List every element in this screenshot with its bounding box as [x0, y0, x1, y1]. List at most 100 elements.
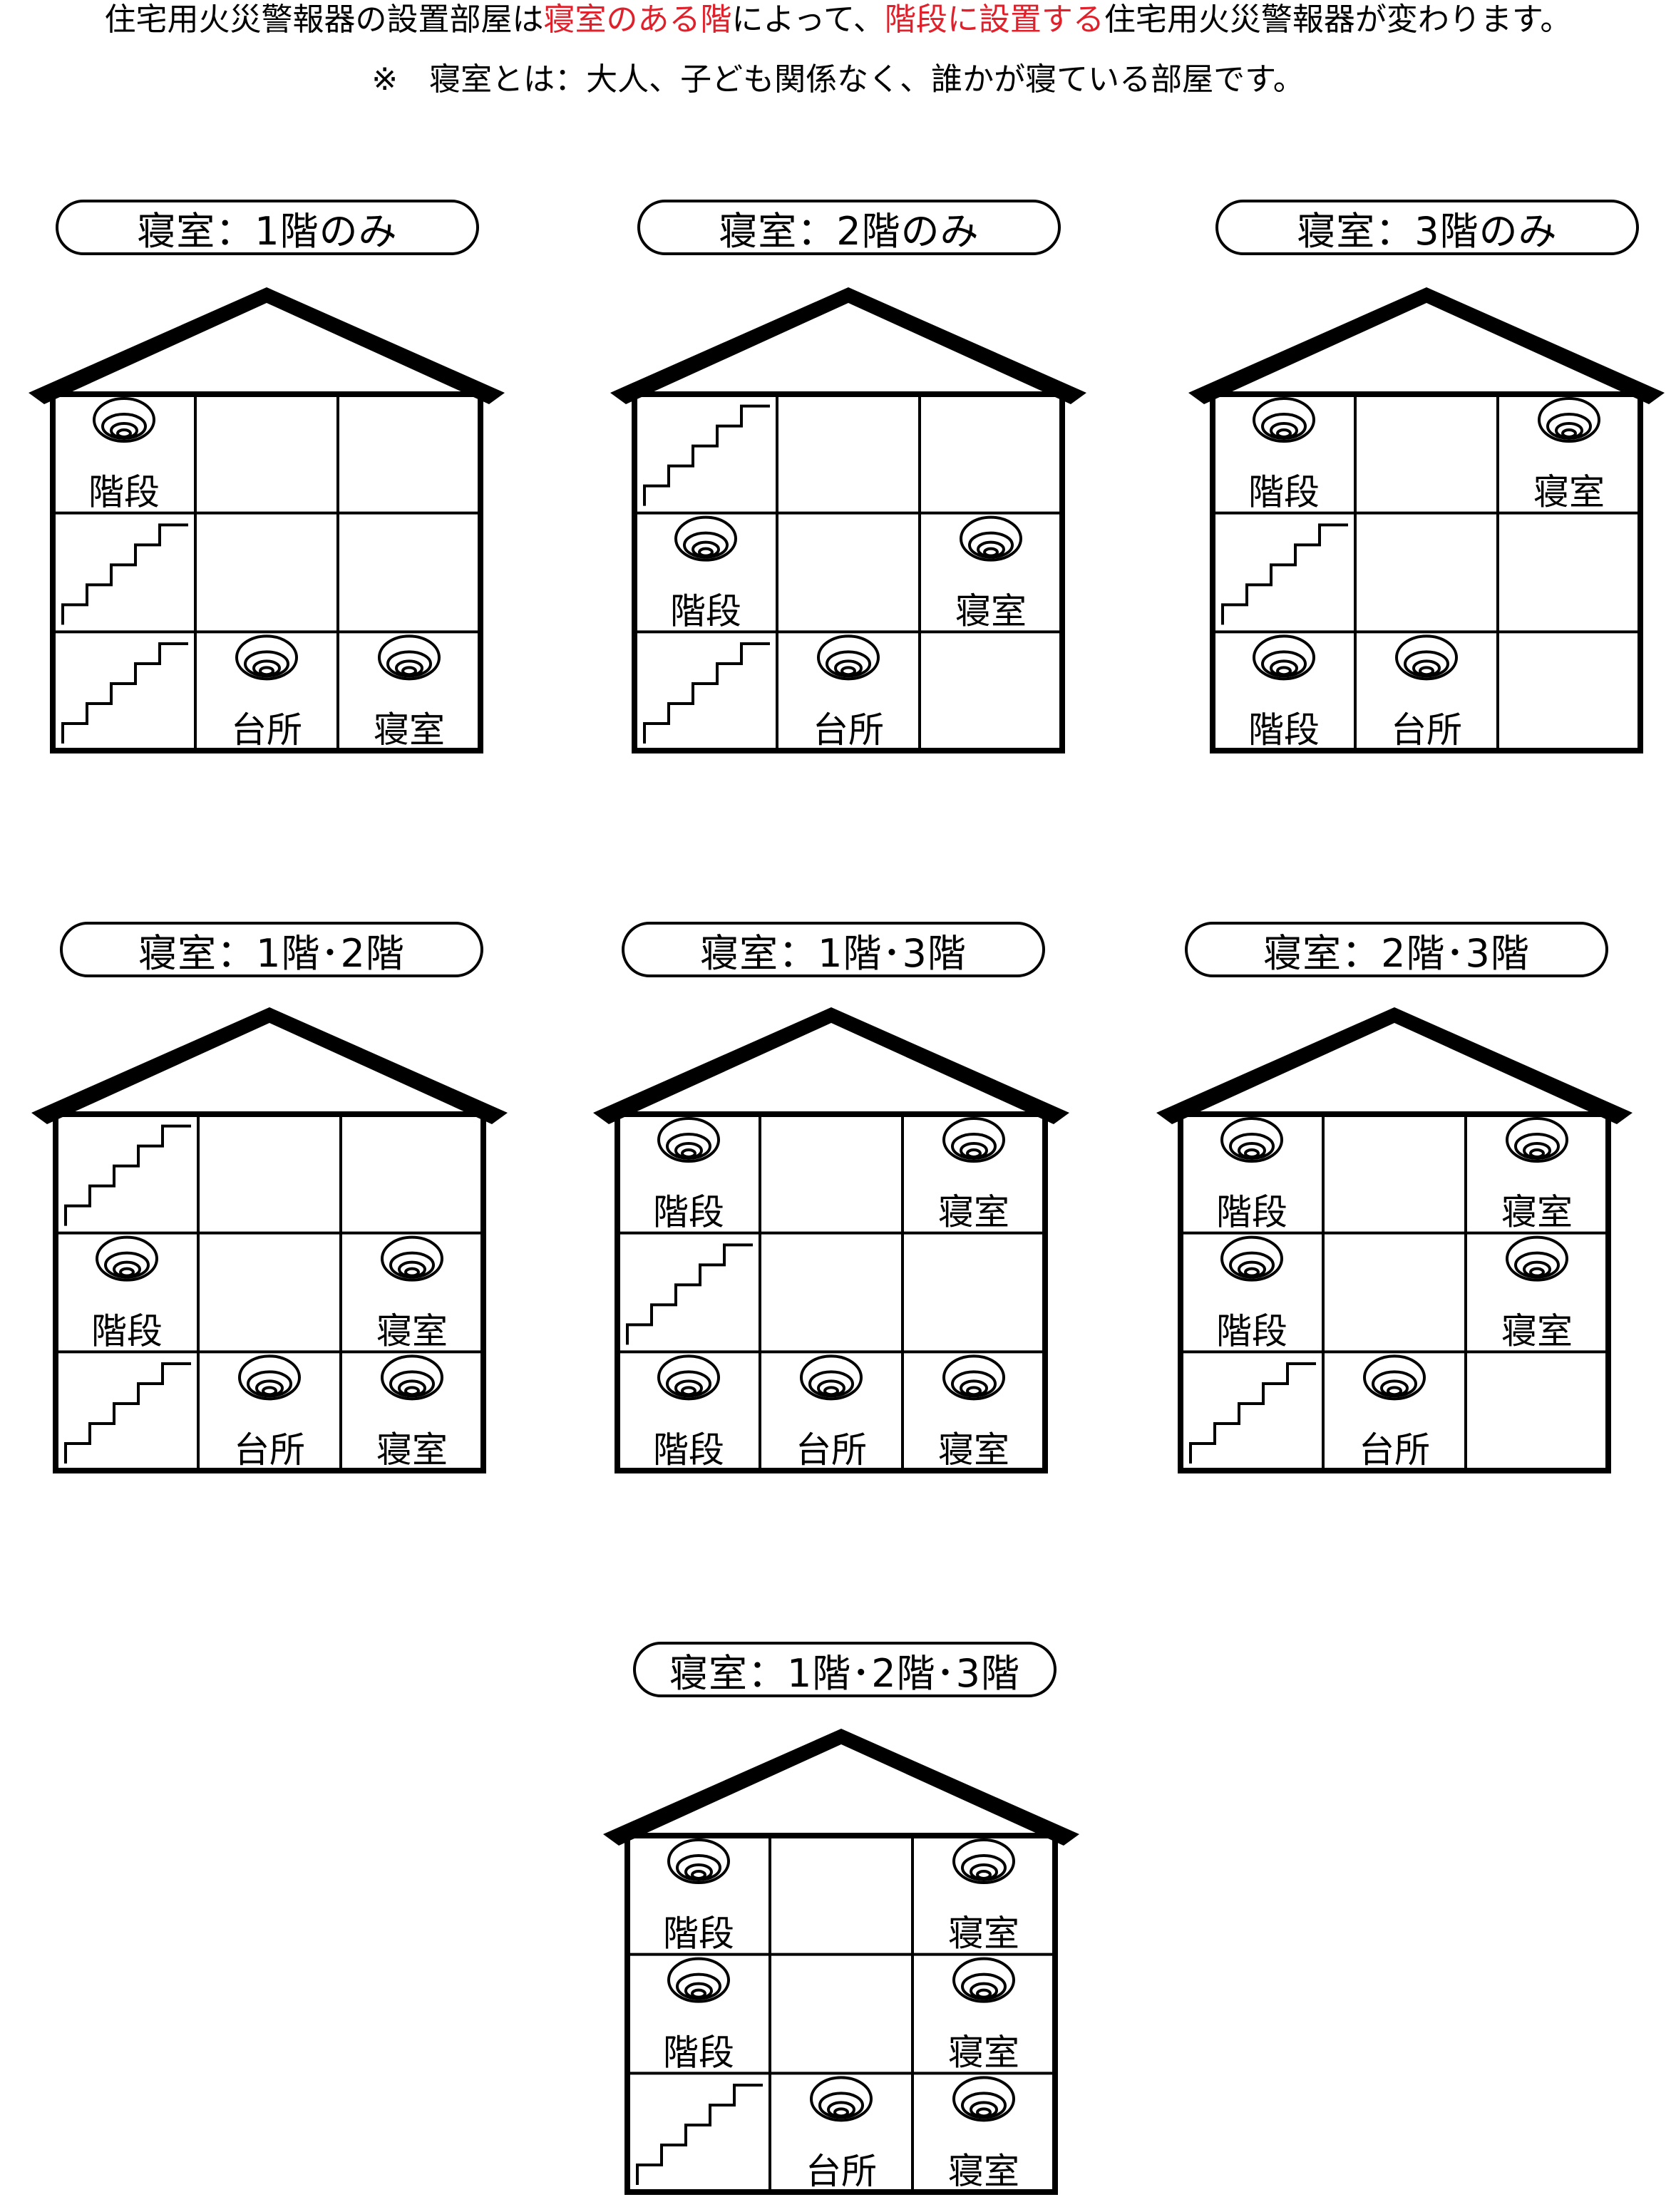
house-title: 寝室：1階･2階･3階 [669, 1650, 1021, 1696]
floor-grid [634, 394, 1062, 751]
smoke-detector-icon [1395, 634, 1458, 681]
roof [1156, 1007, 1633, 1124]
stairs-icon [64, 1362, 191, 1463]
house-frame [1210, 391, 1643, 753]
smoke-detector-icon [817, 634, 880, 681]
house-title: 寝室：1階のみ [137, 208, 398, 254]
smoke-detector-icon [952, 1957, 1015, 2003]
house-title-pill-5: 寝室：1階･3階 [622, 922, 1045, 977]
house-title-pill-7: 寝室：1階･2階･3階 [633, 1642, 1057, 1697]
stairs-icon [1189, 1362, 1316, 1463]
smoke-detector-icon [952, 2076, 1015, 2122]
room-label-f3-c1: 階段 [663, 1913, 734, 1955]
house-frame [615, 1111, 1048, 1473]
smoke-detector-icon [1220, 1235, 1283, 1282]
house-diagram-1: 階段台所寝室 [29, 287, 505, 753]
floor-grid [56, 1114, 483, 1471]
room-label-f2-c3: 寝室 [376, 1310, 448, 1352]
room-label-f2-c1: 階段 [1216, 1310, 1287, 1352]
house-title-pill-3: 寝室：3階のみ [1215, 200, 1639, 255]
stairs-icon [636, 2084, 763, 2185]
roof [603, 1729, 1079, 1846]
house-title-pill-4: 寝室：1階･2階 [60, 922, 483, 977]
smoke-detector-icon [1253, 397, 1315, 443]
floor-grid [1213, 394, 1640, 751]
stairs-icon [643, 642, 770, 744]
smoke-detector-icon [674, 515, 737, 562]
smoke-detector-icon [93, 397, 155, 443]
room-label-f3-c1: 階段 [1216, 1192, 1287, 1233]
house-diagram-6: 階段寝室階段寝室台所 [1156, 1007, 1633, 1473]
room-label-f2-c3: 寝室 [1501, 1310, 1573, 1352]
room-label-f1-c1: 階段 [653, 1429, 724, 1471]
smoke-detector-icon [235, 634, 298, 681]
roof [610, 287, 1086, 404]
room-label-f1-c2: 台所 [806, 2151, 877, 2192]
smoke-detector-icon [381, 1354, 443, 1401]
house-title: 寝室：2階･3階 [1263, 930, 1530, 976]
intro-part1: 住宅用火災警報器の設置部屋は [104, 1, 544, 38]
room-label-f1-c2: 台所 [813, 709, 884, 751]
house-diagram-3: 階段寝室階段台所 [1188, 287, 1665, 753]
house-frame [1178, 1111, 1611, 1473]
smoke-detector-icon [810, 2076, 873, 2122]
house-title: 寝室：2階のみ [719, 208, 980, 254]
smoke-detector-icon [657, 1354, 720, 1401]
smoke-detector-icon [1363, 1354, 1426, 1401]
room-label-f2-c3: 寝室 [948, 2032, 1019, 2073]
roof [31, 1007, 508, 1124]
stairs-icon [64, 1124, 191, 1226]
house-diagram-5: 階段寝室階段台所寝室 [593, 1007, 1069, 1473]
room-label-f3-c3: 寝室 [938, 1192, 1009, 1233]
stairs-icon [1221, 523, 1348, 625]
smoke-detector-icon [667, 1957, 730, 2003]
room-label-f3-c3: 寝室 [1533, 472, 1605, 513]
house-title: 寝室：1階･2階 [138, 930, 405, 976]
room-label-f3-c3: 寝室 [948, 1913, 1019, 1955]
house-title: 寝室：1階･3階 [700, 930, 967, 976]
room-label-f1-c2: 台所 [234, 1429, 305, 1471]
house-frame [624, 1833, 1058, 2195]
room-label-f2-c1: 階段 [91, 1310, 163, 1352]
roof [593, 1007, 1069, 1124]
smoke-detector-icon [381, 1235, 443, 1282]
room-label-f1-c3: 寝室 [948, 2151, 1019, 2192]
smoke-detector-icon [942, 1117, 1005, 1163]
house-frame [632, 391, 1065, 753]
smoke-detector-icon [1538, 397, 1600, 443]
house-frame [50, 391, 483, 753]
house-title-pill-6: 寝室：2階･3階 [1185, 922, 1608, 977]
smoke-detector-icon [1220, 1117, 1283, 1163]
smoke-detector-icon [1506, 1117, 1568, 1163]
room-label-f3-c1: 階段 [88, 472, 160, 513]
floor-grid [53, 394, 480, 751]
intro-part2: によって、 [731, 1, 885, 38]
smoke-detector-icon [96, 1235, 158, 1282]
room-label-f2-c1: 階段 [670, 590, 741, 632]
roof [29, 287, 505, 404]
smoke-detector-icon [960, 515, 1022, 562]
room-label-f2-c1: 階段 [663, 2032, 734, 2073]
house-diagram-4: 階段寝室台所寝室 [31, 1007, 508, 1473]
smoke-detector-icon [942, 1354, 1005, 1401]
smoke-detector-icon [800, 1354, 863, 1401]
floor-grid [617, 1114, 1045, 1471]
room-label-f1-c2: 台所 [1391, 709, 1462, 751]
floor-grid [627, 1836, 1055, 2192]
stairs-icon [61, 523, 188, 625]
room-label-f1-c3: 寝室 [938, 1429, 1009, 1471]
stairs-icon [643, 404, 770, 506]
room-label-f3-c1: 階段 [653, 1192, 724, 1233]
intro-highlight-stairs: 階段に設置する [884, 1, 1104, 38]
smoke-detector-icon [1506, 1235, 1568, 1282]
house-title-pill-1: 寝室：1階のみ [56, 200, 479, 255]
room-label-f1-c3: 寝室 [374, 709, 445, 751]
room-label-f1-c3: 寝室 [376, 1429, 448, 1471]
smoke-detector-icon [238, 1354, 301, 1401]
house-frame [53, 1111, 486, 1473]
room-label-f3-c1: 階段 [1248, 472, 1320, 513]
house-title-pill-2: 寝室：2階のみ [637, 200, 1061, 255]
smoke-detector-icon [1253, 634, 1315, 681]
house-diagram-7: 階段寝室階段寝室台所寝室 [603, 1729, 1079, 2195]
room-label-f2-c3: 寝室 [955, 590, 1027, 632]
